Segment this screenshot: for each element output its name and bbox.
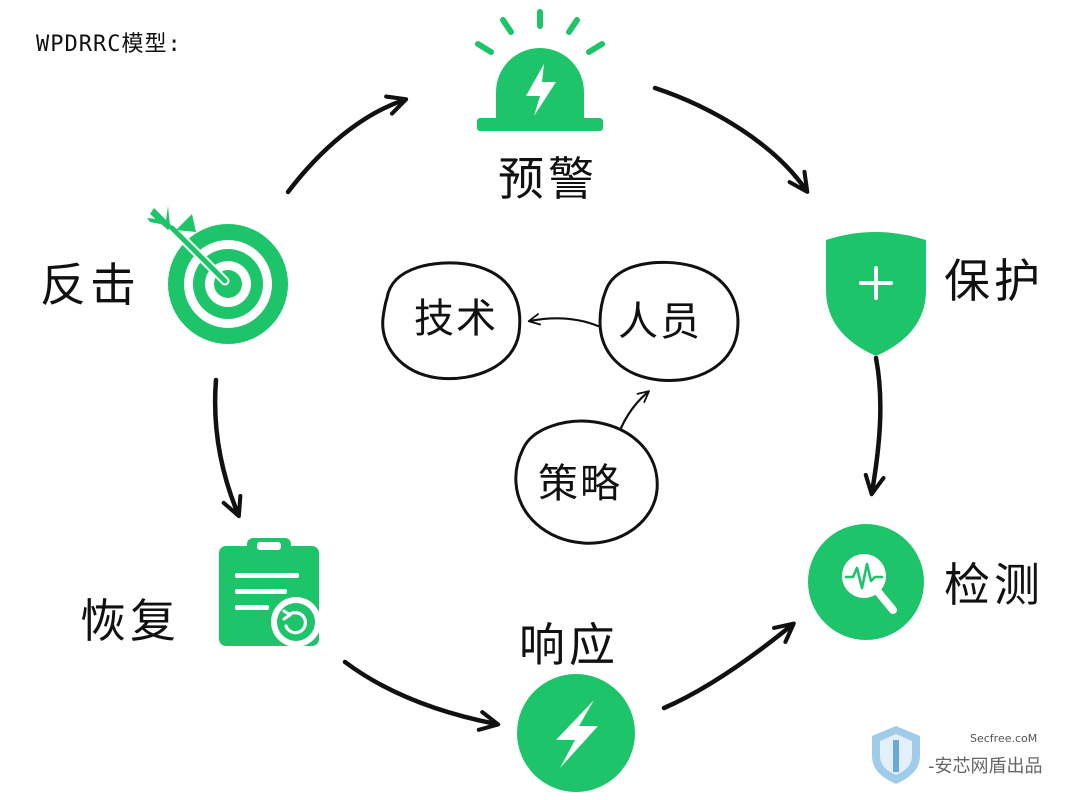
arrow-protection-to-detection — [863, 355, 886, 497]
cycle-arrows — [212, 85, 886, 732]
arrow-counterattack-to-warning — [285, 94, 409, 195]
stage-label-protection: 保护 — [944, 254, 1044, 308]
arrow-detection-to-response — [661, 621, 796, 711]
lightning-icon — [517, 674, 635, 792]
personnel-circle — [598, 260, 740, 383]
target-icon — [147, 206, 288, 344]
arrow-recovery-to-response — [342, 659, 501, 732]
arrow-warning-to-protection — [652, 85, 810, 194]
diagram-title: WPDRRC模型: — [36, 32, 182, 57]
watermark-site: Secfree.coM — [970, 732, 1038, 745]
detection-icon — [808, 524, 924, 640]
stage-label-response: 响应 — [519, 618, 619, 672]
stage-label-recovery: 恢复 — [80, 594, 180, 648]
stage-label-detection: 检测 — [944, 558, 1044, 612]
stage-label-warning: 预警 — [498, 152, 598, 206]
arrow-personnel-to-technology — [527, 313, 600, 328]
core-label-technology: 技术 — [414, 296, 498, 342]
arrow-counterattack-to-recovery — [212, 377, 243, 519]
shield-logo-icon — [872, 726, 920, 784]
technology-circle — [381, 261, 522, 381]
core-arrows — [527, 313, 650, 430]
core-label-personnel: 人员 — [618, 299, 702, 345]
arrow-strategy-to-personnel — [619, 390, 650, 430]
core-label-strategy: 策略 — [538, 461, 622, 507]
siren-icon — [475, 9, 605, 131]
clipboard-restore-icon — [219, 538, 321, 647]
strategy-circle — [514, 419, 659, 545]
core-circles — [381, 260, 740, 545]
watermark-org: -安芯网盾出品 — [928, 756, 1043, 777]
shield-icon — [826, 232, 926, 356]
stage-label-counterattack: 反击 — [40, 258, 140, 312]
